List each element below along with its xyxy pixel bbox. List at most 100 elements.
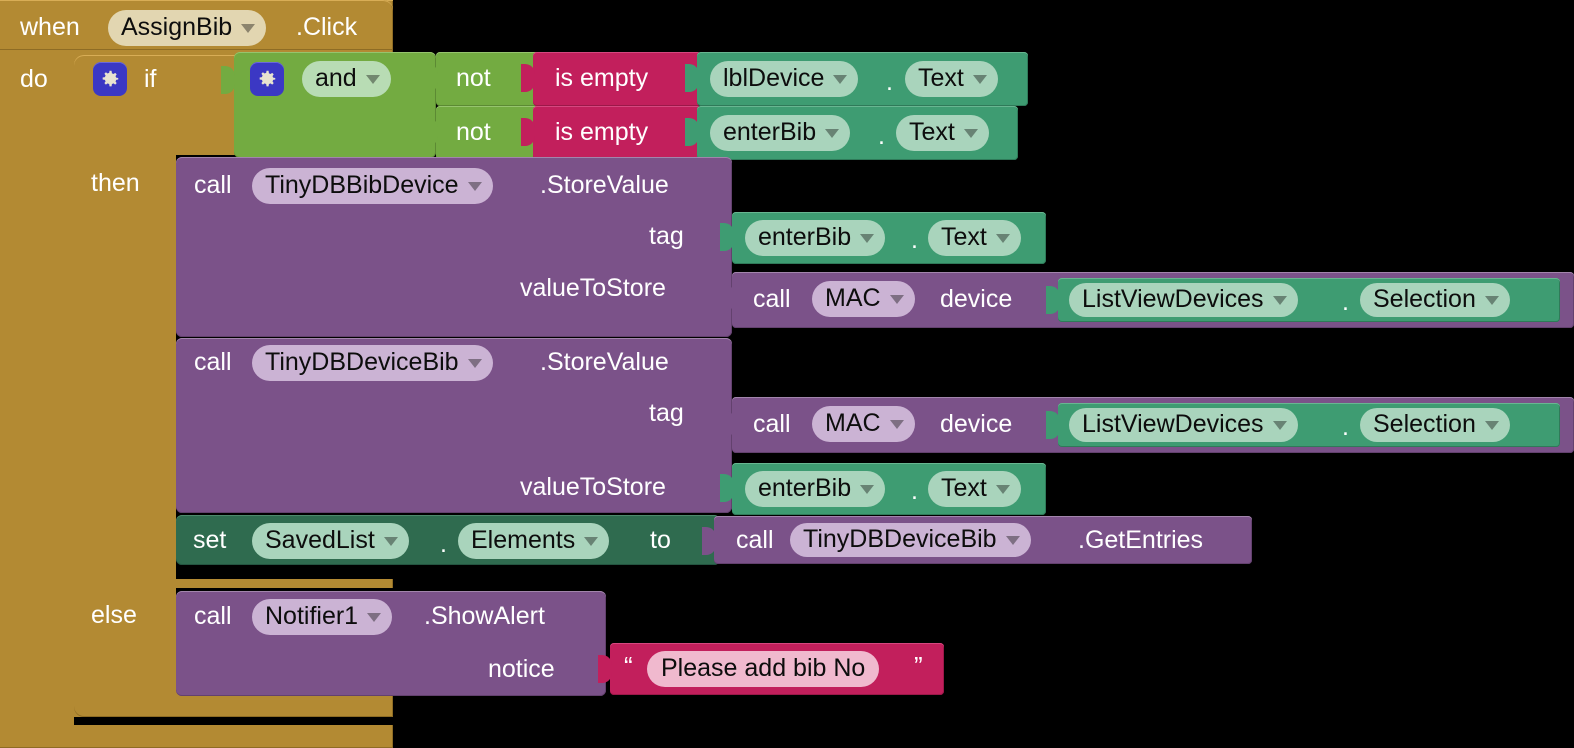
not-2-output-plug [424, 118, 438, 146]
event-bottom-carve [74, 717, 393, 725]
text-is-empty-block-2[interactable] [533, 106, 701, 160]
chevron-down-icon[interactable] [367, 612, 382, 622]
call-2-method-name: .StoreValue [540, 348, 669, 376]
chevron-down-icon[interactable] [972, 74, 987, 84]
not-label-1: not [456, 64, 491, 92]
call-1-tag-property-name: Text [941, 222, 987, 251]
chevron-down-icon[interactable] [833, 74, 848, 84]
call-1-arg-tag-label: tag [649, 222, 684, 250]
call-mac-2-arg-property-dropdown[interactable]: Selection [1360, 408, 1510, 442]
set-component-name: SavedList [265, 525, 375, 554]
call-2-valuetostore-property-name: Text [941, 473, 987, 502]
getter-1-output-plug [685, 64, 699, 92]
call-mac-1-arg-component-dropdown[interactable]: ListViewDevices [1069, 283, 1298, 317]
do-label: do [20, 65, 48, 93]
chevron-down-icon[interactable] [241, 23, 256, 33]
call-2-arg-tag-label: tag [649, 399, 684, 427]
set-component-dropdown[interactable]: SavedList [252, 523, 409, 559]
call-1-component-dropdown[interactable]: TinyDBBibDevice [252, 168, 493, 204]
call-mac-1-arg-property-name: Selection [1373, 284, 1476, 313]
if-label: if [144, 65, 157, 93]
chevron-down-icon[interactable] [825, 128, 840, 138]
call-1-tag-component-name: enterBib [758, 222, 852, 251]
chevron-down-icon[interactable] [383, 536, 398, 546]
chevron-down-icon[interactable] [995, 484, 1010, 494]
getentries-call-label: call [736, 526, 774, 554]
call-notifier-label: call [194, 602, 232, 630]
open-quote: “ [624, 651, 633, 681]
call-mac-1-output-plug [720, 284, 734, 312]
chevron-down-icon[interactable] [860, 484, 875, 494]
and-operator-dropdown[interactable]: and [302, 61, 391, 97]
is-empty-2-output-plug [521, 118, 535, 146]
call-2-valuetostore-property-dropdown[interactable]: Text [928, 471, 1021, 507]
call-mac-1-component-dropdown[interactable]: MAC [812, 281, 915, 317]
call-2-component-name: TinyDBDeviceBib [265, 347, 459, 376]
text-string-value-field[interactable]: Please add bib No [647, 651, 880, 687]
chevron-down-icon[interactable] [467, 181, 482, 191]
call-mac-2-output-plug [720, 410, 734, 438]
getter-1-component-dropdown[interactable]: lblDevice [710, 61, 859, 97]
chevron-down-icon[interactable] [995, 233, 1010, 243]
getentries-component-dropdown[interactable]: TinyDBDeviceBib [790, 523, 1031, 557]
call-mac-2-arg-plug [1046, 411, 1060, 439]
chevron-down-icon[interactable] [584, 536, 599, 546]
call-mac-2-component-dropdown[interactable]: MAC [812, 406, 915, 442]
chevron-down-icon[interactable] [1484, 420, 1499, 430]
getter-1-component-name: lblDevice [723, 63, 825, 92]
call-2-component-dropdown[interactable]: TinyDBDeviceBib [252, 345, 493, 381]
and-mutator-gear-button[interactable] [250, 62, 284, 96]
call-1-tag-component-dropdown[interactable]: enterBib [745, 220, 886, 256]
call-2-valuetostore-component-name: enterBib [758, 473, 852, 502]
call-notifier-method-name: .ShowAlert [424, 602, 545, 630]
getter-2-separator: . [878, 122, 885, 150]
chevron-down-icon[interactable] [467, 358, 482, 368]
call-mac-2-component-name: MAC [825, 408, 881, 437]
call-mac-1-call-label: call [753, 285, 791, 313]
text-string-output-plug [598, 655, 612, 683]
is-empty-label-2: is empty [555, 118, 649, 146]
getter-2-component-dropdown[interactable]: enterBib [710, 115, 851, 151]
then-label: then [91, 169, 140, 197]
call-1-tag-separator: . [911, 226, 918, 254]
chevron-down-icon[interactable] [889, 419, 904, 429]
if-mutator-gear-button[interactable] [93, 62, 127, 96]
call-mac-1-arg-separator: . [1342, 288, 1349, 316]
call-1-tag-property-dropdown[interactable]: Text [928, 220, 1021, 256]
chevron-down-icon[interactable] [889, 294, 904, 304]
call-notifier-component-dropdown[interactable]: Notifier1 [252, 599, 393, 635]
call-notifier-component-name: Notifier1 [265, 601, 359, 630]
call-mac-2-arg-separator: . [1342, 413, 1349, 441]
call-notifier-arg-notice-label: notice [488, 655, 555, 683]
call-mac-2-arg-label: device [940, 410, 1013, 438]
event-component-dropdown[interactable]: AssignBib [108, 10, 267, 46]
gear-icon [102, 70, 119, 87]
chevron-down-icon[interactable] [963, 128, 978, 138]
call-1-component-name: TinyDBBibDevice [265, 170, 459, 199]
getter-1-separator: . [886, 68, 893, 96]
close-quote: ” [914, 651, 923, 681]
chevron-down-icon[interactable] [1005, 535, 1020, 545]
call-2-valuetostore-component-dropdown[interactable]: enterBib [745, 471, 886, 507]
text-is-empty-block-1[interactable] [533, 52, 701, 106]
call-mac-2-call-label: call [753, 410, 791, 438]
is-empty-label-1: is empty [555, 64, 649, 92]
chevron-down-icon[interactable] [365, 74, 380, 84]
chevron-down-icon[interactable] [1484, 295, 1499, 305]
chevron-down-icon[interactable] [860, 233, 875, 243]
call-mac-1-arg-property-dropdown[interactable]: Selection [1360, 283, 1510, 317]
set-to-label: to [650, 526, 671, 554]
call-notifier1-showalert-block[interactable] [176, 591, 606, 696]
call-2-arg-valuetostore-label: valueToStore [520, 473, 666, 501]
chevron-down-icon[interactable] [1272, 295, 1287, 305]
call-mac-2-arg-component-name: ListViewDevices [1082, 409, 1264, 438]
getter-1-property-dropdown[interactable]: Text [905, 61, 998, 97]
getter-2-property-name: Text [909, 117, 955, 146]
is-empty-1-output-plug [521, 64, 535, 92]
set-property-dropdown[interactable]: Elements [458, 523, 610, 559]
call-mac-2-arg-component-dropdown[interactable]: ListViewDevices [1069, 408, 1298, 442]
getentries-method-name: .GetEntries [1078, 526, 1204, 554]
getter-2-property-dropdown[interactable]: Text [896, 115, 989, 151]
chevron-down-icon[interactable] [1272, 420, 1287, 430]
